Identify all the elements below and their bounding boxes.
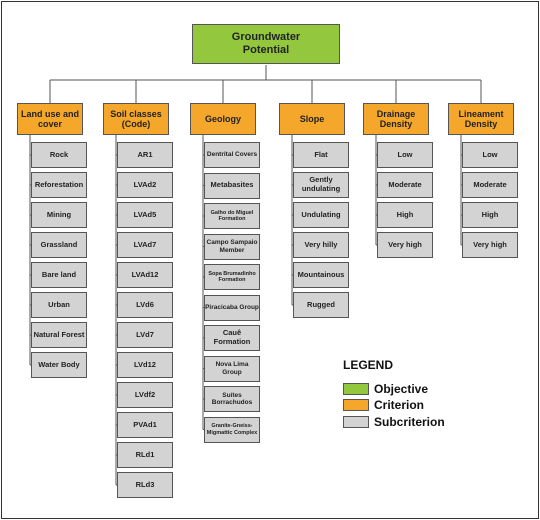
subcriterion-node: Grassland [31, 232, 87, 258]
legend-swatch [343, 416, 369, 428]
subcriterion-node: Water Body [31, 352, 87, 378]
subcriterion-node: Sopa Brumadinho Formation [204, 264, 260, 290]
subcriterion-node: High [377, 202, 433, 228]
legend-label: Criterion [374, 398, 425, 412]
subcriterion-node: Low [462, 142, 518, 168]
subcriterion-node: Rock [31, 142, 87, 168]
subcriterion-node: Piracicaba Group [204, 294, 260, 321]
subcriterion-node: Moderate [377, 172, 433, 198]
subcriterion-node: Very hilly [293, 232, 349, 258]
subcriterion-node: Campo Sampaio Member [204, 233, 260, 260]
objective-node: Groundwater Potential [192, 24, 340, 64]
subcriterion-node: Very high [377, 232, 433, 258]
subcriterion-node: Urban [31, 292, 87, 318]
criterion-node: Slope [279, 103, 345, 135]
subcriterion-node: Dentrital Covers [204, 142, 260, 168]
subcriterion-node: Suítes Borrachudos [204, 386, 260, 412]
subcriterion-node: RLd3 [117, 472, 173, 498]
subcriterion-node: LVAd7 [117, 232, 173, 258]
subcriterion-node: Low [377, 142, 433, 168]
legend-title: LEGEND [343, 358, 394, 372]
legend-label: Objective [374, 382, 429, 396]
subcriterion-node: Cauê Formation [204, 325, 260, 351]
criterion-node: Drainage Density [363, 103, 429, 135]
subcriterion-node: LVAd5 [117, 202, 173, 228]
subcriterion-node: Very high [462, 232, 518, 258]
subcriterion-node: High [462, 202, 518, 228]
subcriterion-node: Moderate [462, 172, 518, 198]
subcriterion-node: Mountainous [293, 262, 349, 288]
subcriterion-node: Galho do Miguel Formation [204, 203, 260, 229]
legend-item: Subcriterion [343, 415, 445, 429]
subcriterion-node: Granite-Gneiss-Migmattic Complex [204, 416, 260, 443]
legend-label: Subcriterion [374, 415, 445, 429]
objective-label: Groundwater Potential [231, 31, 301, 56]
subcriterion-node: LVAd2 [117, 172, 173, 198]
legend-item: Criterion [343, 398, 424, 412]
legend-swatch [343, 399, 369, 411]
subcriterion-node: Bare land [31, 262, 87, 288]
subcriterion-node: Nova Lima Group [204, 355, 260, 382]
subcriterion-node: Undulating [293, 202, 349, 228]
subcriterion-node: LVdf2 [117, 382, 173, 408]
subcriterion-node: Flat [293, 142, 349, 168]
subcriterion-node: LVd12 [117, 352, 173, 378]
subcriterion-node: Natural Forest [31, 322, 87, 348]
subcriterion-node: LVd6 [117, 292, 173, 318]
legend-item: Objective [343, 382, 428, 396]
subcriterion-node: LVAd12 [117, 262, 173, 288]
subcriterion-node: Reforestation [31, 172, 87, 198]
subcriterion-node: Gently undulating [293, 172, 349, 198]
subcriterion-node: Mining [31, 202, 87, 228]
subcriterion-node: Metabasites [204, 172, 260, 199]
criterion-node: Soil classes (Code) [103, 103, 169, 135]
criterion-node: Lineament Density [448, 103, 514, 135]
legend-swatch [343, 383, 369, 395]
criterion-node: Geology [190, 103, 256, 135]
subcriterion-node: LVd7 [117, 322, 173, 348]
subcriterion-node: AR1 [117, 142, 173, 168]
subcriterion-node: RLd1 [117, 442, 173, 468]
criterion-node: Land use and cover [17, 103, 83, 135]
subcriterion-node: Rugged [293, 292, 349, 318]
subcriterion-node: PVAd1 [117, 412, 173, 438]
